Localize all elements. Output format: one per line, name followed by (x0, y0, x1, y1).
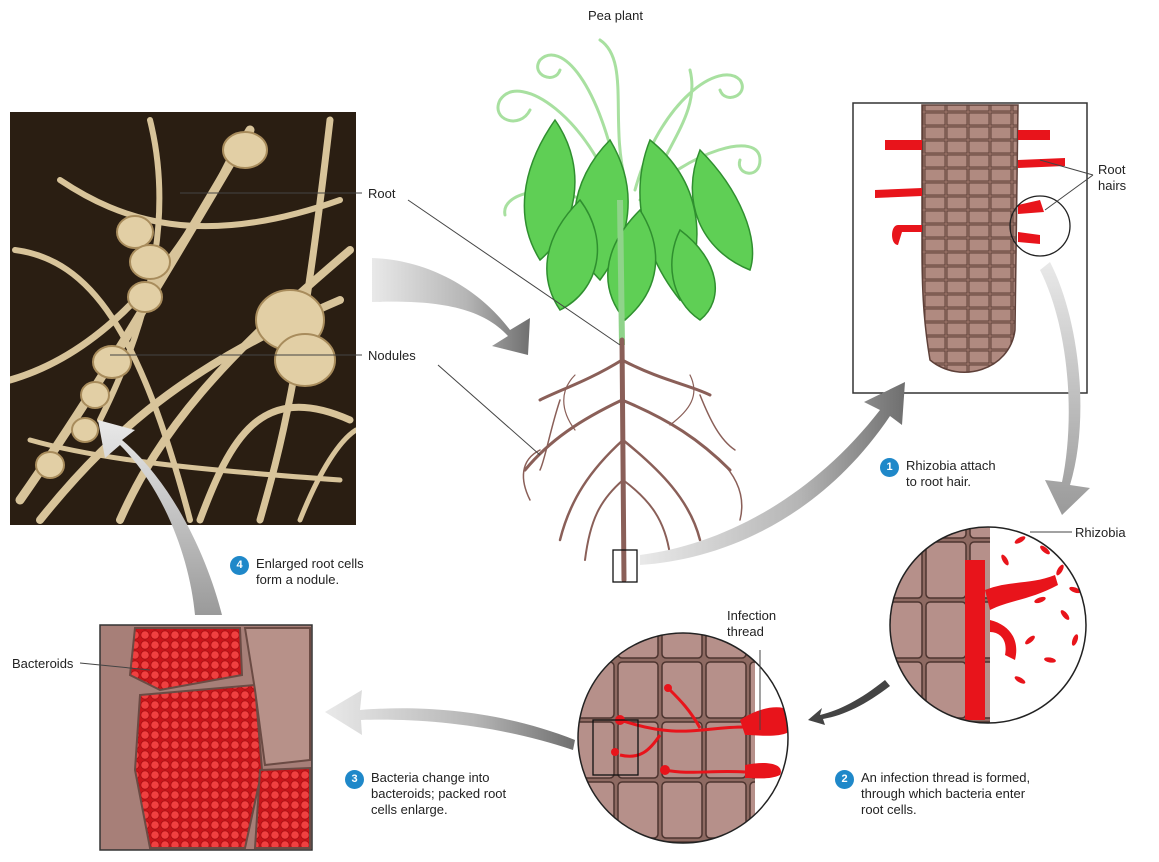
step-1-badge: 1 (880, 458, 899, 477)
step-4-badge: 4 (230, 556, 249, 575)
bacteroids-label: Bacteroids (12, 656, 73, 672)
rhizobia-attach-circle (890, 527, 1086, 723)
rhizobia-label: Rhizobia (1075, 525, 1126, 541)
step-2-badge: 2 (835, 770, 854, 789)
root-nodules-photo (10, 112, 356, 525)
infection-thread-label: Infection thread (727, 608, 776, 640)
infection-thread-circle (578, 633, 796, 843)
root-hairs-panel (853, 103, 1087, 393)
nodules-label: Nodules (368, 348, 416, 364)
root-label: Root (368, 186, 395, 202)
arrow-circle-to-thread (808, 680, 890, 725)
arrow-photo-to-plant (372, 258, 530, 355)
arrow-thread-to-bacteroids (325, 690, 575, 750)
arrow-plant-to-root-hairs (640, 382, 905, 565)
pea-plant-illustration (498, 40, 760, 582)
step-3-badge: 3 (345, 770, 364, 789)
step-2-text: An infection thread is formed, through w… (861, 770, 1030, 818)
bacteroids-panel (100, 625, 312, 850)
step-4-text: Enlarged root cells form a nodule. (256, 556, 364, 588)
pea-plant-label: Pea plant (588, 8, 643, 24)
step-1-text: Rhizobia attach to root hair. (906, 458, 996, 490)
step-3-text: Bacteria change into bacteroids; packed … (371, 770, 506, 818)
root-hairs-label: Root hairs (1098, 162, 1126, 194)
